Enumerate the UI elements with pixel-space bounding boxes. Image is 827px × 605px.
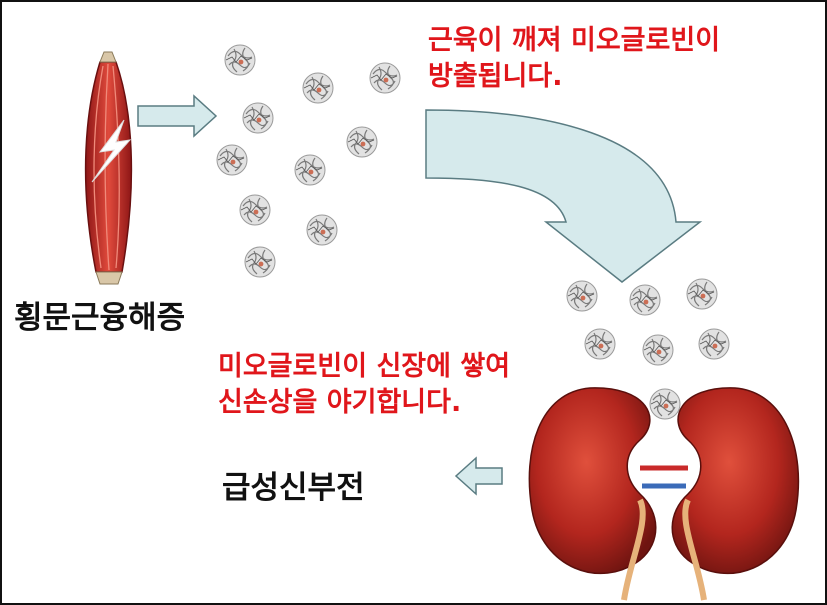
release-caption-line1: 근육이 깨져 미오글로빈이 [428, 25, 721, 56]
curved-arrow-icon [425, 109, 703, 283]
rhabdomyolysis-label: 횡문근융해증 [14, 300, 186, 336]
release-caption-line2: 방출됩니다. [428, 61, 563, 92]
arrow-right-icon [137, 94, 218, 138]
kidney-caption-line2: 신손상을 야기합니다. [218, 387, 462, 418]
kidney-caption-line1: 미오글로빈이 신장에 쌓여 [218, 351, 511, 382]
acute-renal-failure-label: 급성신부전 [222, 470, 365, 506]
kidney-icon [528, 387, 800, 601]
muscle-icon [84, 51, 133, 285]
myoglobin-cluster-icon [216, 44, 401, 278]
arrow-left-icon [454, 456, 503, 496]
